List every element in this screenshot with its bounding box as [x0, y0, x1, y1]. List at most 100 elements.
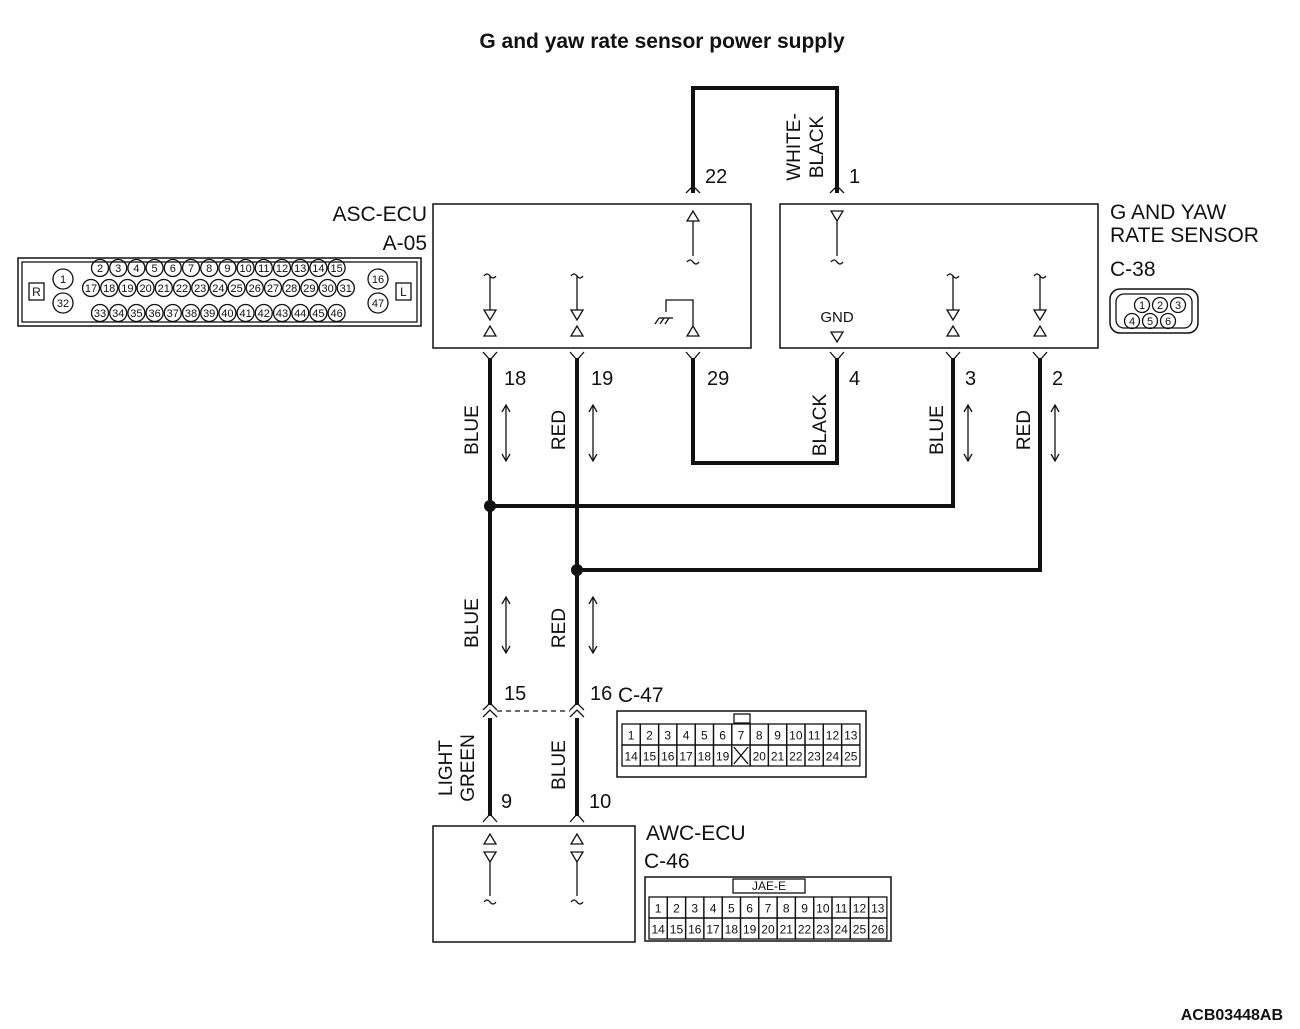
c47-pin: 17: [679, 750, 693, 764]
c46-pin: 2: [673, 902, 680, 916]
c47-pin: 24: [826, 750, 840, 764]
wire-label-green: GREEN: [458, 734, 479, 802]
c47-pin: 7: [738, 729, 745, 743]
c47-pin: 23: [807, 750, 821, 764]
a05-pin: 6: [170, 263, 176, 275]
wire-label-red-16: RED: [549, 608, 570, 648]
a05-pin-circle: [109, 258, 128, 278]
a05-pin: 29: [303, 283, 315, 295]
diagram-code: ACB03448AB: [1181, 1007, 1283, 1024]
a05-pin: 34: [112, 308, 124, 320]
wire-label-blue-10: BLUE: [549, 740, 570, 790]
c46-pin: 13: [871, 902, 885, 916]
a05-pin: 12: [276, 263, 288, 275]
a05-pin-circle: [236, 303, 255, 323]
a05-pin-circle: [181, 303, 201, 323]
a05-pin: 11: [258, 263, 269, 275]
asc-ecu-connector-label: A-05: [383, 232, 427, 255]
a05-pin-16: 16: [372, 274, 384, 286]
a05-pin: 27: [267, 283, 279, 295]
a05-pin-circle: [272, 258, 292, 278]
wire-label-white: WHITE-: [784, 113, 805, 181]
a05-pin-circle: [236, 258, 255, 278]
c38-pin: 4: [1129, 316, 1135, 328]
a05-pin-circle: [200, 303, 219, 323]
c47-pin: 13: [844, 729, 858, 743]
a05-pin-circle: [309, 258, 328, 278]
a05-pin-circle: [136, 278, 155, 298]
c46-pin: 23: [816, 923, 830, 937]
a05-pin-circle: [300, 278, 319, 298]
a05-pin-circle: [291, 258, 310, 278]
a05-pin: 39: [203, 308, 215, 320]
pin-sensor-4: 4: [849, 368, 860, 390]
a05-pin-circle: [263, 278, 283, 298]
a05-pin: 23: [194, 283, 206, 295]
a05-pin: 33: [94, 308, 106, 320]
a05-pin-circle: [318, 278, 337, 298]
c47-pin: 14: [624, 750, 638, 764]
junction-dot-blue: [484, 500, 496, 512]
asc-ecu-label: ASC-ECU: [332, 203, 427, 226]
a05-pin: 8: [206, 263, 212, 275]
c46-pin: 6: [746, 902, 753, 916]
a05-pin-circle: [181, 258, 201, 278]
c47-pin: 11: [808, 729, 821, 743]
junction-dot-red: [571, 564, 583, 576]
a05-pin-circle: [209, 278, 228, 298]
wire-black: [691, 358, 839, 465]
a05-right-tag: L: [400, 285, 407, 299]
pin-sensor-3: 3: [965, 368, 976, 390]
c46-pin: 19: [743, 923, 757, 937]
a05-pin-circle: [127, 303, 146, 323]
a05-pin: 26: [249, 283, 261, 295]
c38-pin: 5: [1147, 316, 1153, 328]
a05-pin: 35: [130, 308, 142, 320]
awc-ecu-connector-label: C-46: [644, 850, 690, 873]
c46-pin: 20: [761, 923, 775, 937]
a05-pin-circle: [200, 258, 219, 278]
c47-blank-mark: [733, 746, 749, 765]
pin-c47-16: 16: [590, 683, 612, 705]
g-yaw-sensor-label-2: RATE SENSOR: [1110, 224, 1259, 247]
c47-pin: 15: [643, 750, 657, 764]
a05-pin-circle: [254, 303, 273, 323]
c47-cell: [840, 744, 861, 767]
a05-pin-circle: [81, 278, 101, 298]
c46-cell: [867, 917, 888, 940]
c47-pin: 19: [716, 750, 730, 764]
a05-pin-circle: [218, 303, 237, 323]
c46-pin: 7: [765, 902, 772, 916]
c47-pin: 4: [683, 729, 690, 743]
a05-pin-circle: [327, 303, 346, 323]
c47-connector-label: C-47: [618, 684, 664, 707]
c46-pin: 24: [834, 923, 848, 937]
pin-asc-29: 29: [707, 368, 729, 390]
c46-pin: 25: [853, 923, 867, 937]
a05-pin: 41: [239, 308, 251, 320]
c47-pin: 9: [774, 729, 781, 743]
pin-sensor-1: 1: [849, 166, 860, 188]
c38-pin: 2: [1157, 300, 1163, 312]
a05-pin-circle: [282, 278, 301, 298]
c38-pin: 3: [1175, 300, 1181, 312]
a05-pin-circle: [100, 278, 119, 298]
a05-pin: 36: [148, 308, 160, 320]
c47-pin: 25: [844, 750, 858, 764]
a05-pin-circle: [163, 303, 182, 323]
a05-pin: 38: [185, 308, 197, 320]
a05-pin: 42: [258, 308, 270, 320]
internal-symbols: [482, 209, 1048, 905]
c46-tag: JAE-E: [752, 879, 786, 893]
a05-pin: 19: [121, 283, 133, 295]
a05-pin-circle: [127, 258, 146, 278]
wire-label-blue-15: BLUE: [462, 598, 483, 648]
a05-pin-circle: [145, 303, 164, 323]
c38-pin-circle: [1133, 296, 1151, 314]
c46-pin: 3: [691, 902, 698, 916]
a05-pin-circle: [309, 303, 328, 323]
c46-pin: 21: [780, 923, 794, 937]
a05-pin-circle: [191, 278, 210, 298]
